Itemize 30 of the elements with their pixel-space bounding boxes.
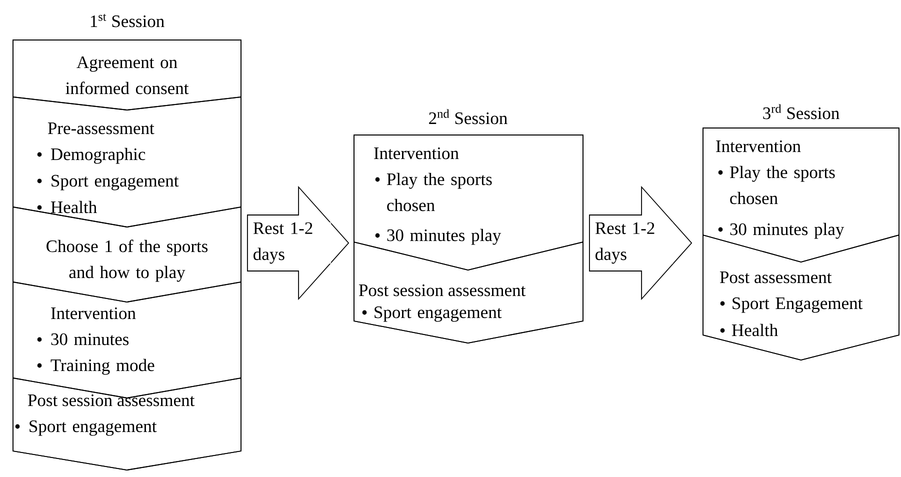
bullet-item: Play the sports chosen bbox=[730, 166, 835, 204]
block-arrow bbox=[589, 186, 692, 300]
bullet-item: Health bbox=[50, 200, 97, 214]
block-arrow bbox=[247, 186, 350, 300]
bullet-item: 30 minutes play bbox=[387, 228, 502, 245]
step-heading: Post assessment bbox=[720, 272, 832, 284]
step-heading: Intervention bbox=[374, 147, 459, 160]
edge-label: Rest 1-2 days bbox=[252, 222, 331, 264]
edge-label: Rest 1-2 days bbox=[594, 222, 673, 264]
step-heading: Intervention bbox=[716, 140, 801, 152]
bullet-item: Demographic bbox=[50, 148, 146, 164]
bullet-item: 30 minutes bbox=[51, 333, 129, 346]
bullet-item: Health bbox=[732, 324, 778, 336]
session-title: 2$^{nd}$ Session bbox=[429, 109, 508, 124]
bullet-item: 30 minutes play bbox=[730, 222, 844, 239]
step-heading: Pre-assessment bbox=[48, 122, 154, 134]
step-text: Choose 1 of the sports and how to play bbox=[46, 240, 208, 282]
bullet-item: Sport Engagement bbox=[732, 297, 863, 313]
bullet-item: Play the sports chosen bbox=[386, 172, 492, 212]
step-heading: Post session assessment bbox=[358, 284, 526, 296]
session-title: 1$^{st}$ Session bbox=[90, 14, 164, 28]
chevron-step bbox=[12, 377, 242, 470]
step-heading: Intervention bbox=[51, 307, 136, 320]
step-heading: Post session assessment bbox=[28, 394, 195, 406]
session-title: 3$^{rd}$ Session bbox=[763, 104, 840, 120]
bullet-item: Sport engagement bbox=[374, 306, 502, 322]
step-text: Agreement on informed consent bbox=[66, 56, 189, 94]
bullet-item: Sport engagement bbox=[30, 420, 157, 436]
bullet-item: Sport engagement bbox=[52, 174, 179, 190]
bullet-item: Training mode bbox=[50, 358, 154, 375]
